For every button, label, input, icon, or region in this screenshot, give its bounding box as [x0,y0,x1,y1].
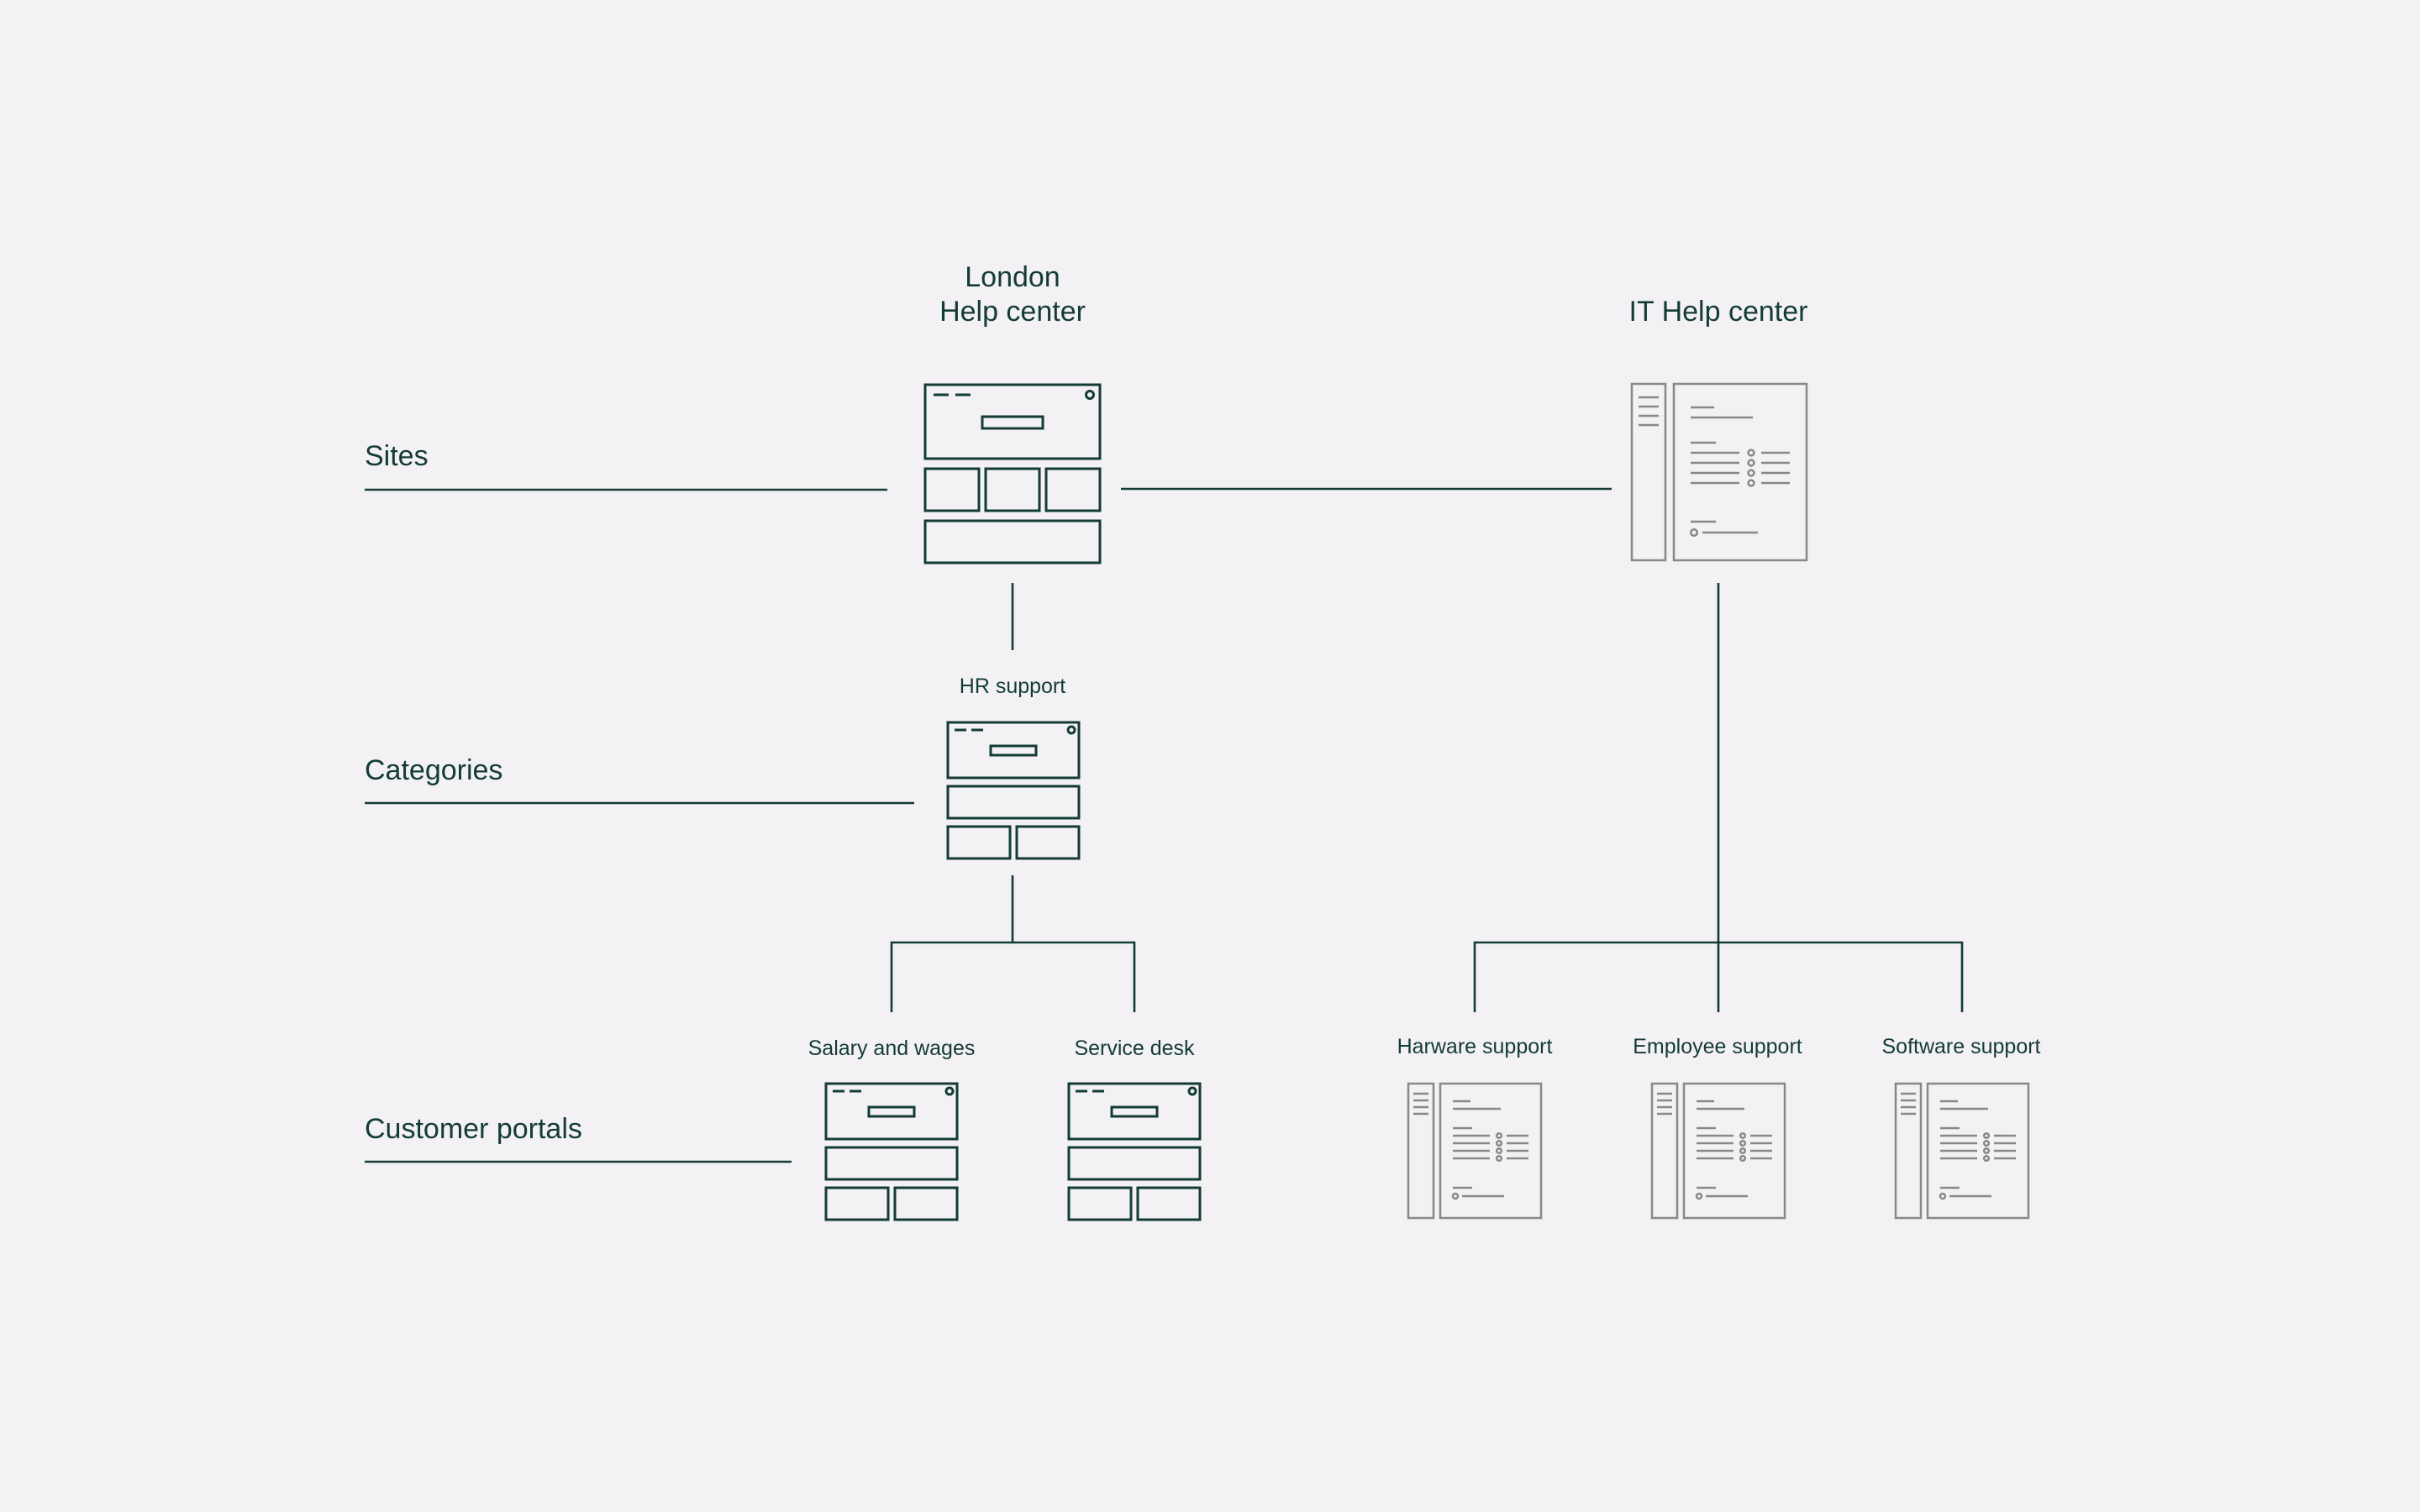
portal-title-hardware-support: Harware support [1397,1035,1553,1058]
site-title-london-line2: Help center [939,296,1086,328]
tier-label-sites: Sites [365,440,429,472]
portal-title-software-support: Software support [1881,1035,2041,1058]
employee-support-document-page-icon [1650,1082,1786,1220]
site-title-london-line1: London [965,261,1060,293]
category-title-hr-support: HR support [959,675,1066,698]
it-portals-branch [1473,941,1964,1012]
site-title-london: London Help center [836,260,1189,329]
london-help-center-grid-page-icon [923,383,1102,564]
hr-portals-branch [890,941,1136,1012]
hardware-support-document-page-icon [1407,1082,1543,1220]
site-title-it: IT Help center [1628,296,1808,328]
salary-and-wages-grid-page-icon [824,1082,959,1221]
software-support-document-page-icon [1894,1082,2030,1220]
hr-support-grid-page-icon [946,721,1081,860]
portal-title-service-desk: Service desk [1074,1037,1195,1060]
tier-label-customer-portals: Customer portals [365,1113,582,1145]
it-help-center-document-page-icon [1630,382,1808,562]
portal-title-employee-support: Employee support [1633,1035,1802,1058]
service-desk-grid-page-icon [1067,1082,1202,1221]
tier-label-categories: Categories [365,754,503,786]
portal-title-salary-and-wages: Salary and wages [808,1037,976,1060]
